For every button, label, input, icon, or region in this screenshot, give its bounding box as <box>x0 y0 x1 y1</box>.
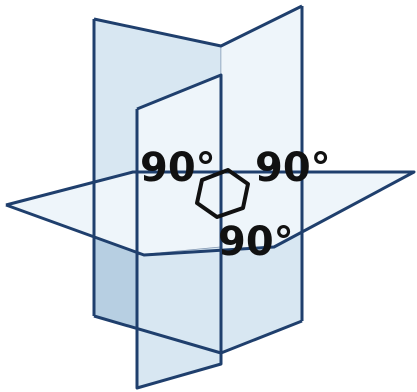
angle-label-bottom: 90° <box>218 219 294 265</box>
hexagon-marker <box>195 168 250 219</box>
angle-label-right: 90° <box>255 145 331 191</box>
front-plane-edge <box>135 73 223 390</box>
angle-label-left: 90° <box>140 145 216 191</box>
back-plane-top-edge <box>93 4 303 48</box>
horizontal-plane-edge <box>5 170 416 257</box>
plane-edges <box>5 4 416 390</box>
